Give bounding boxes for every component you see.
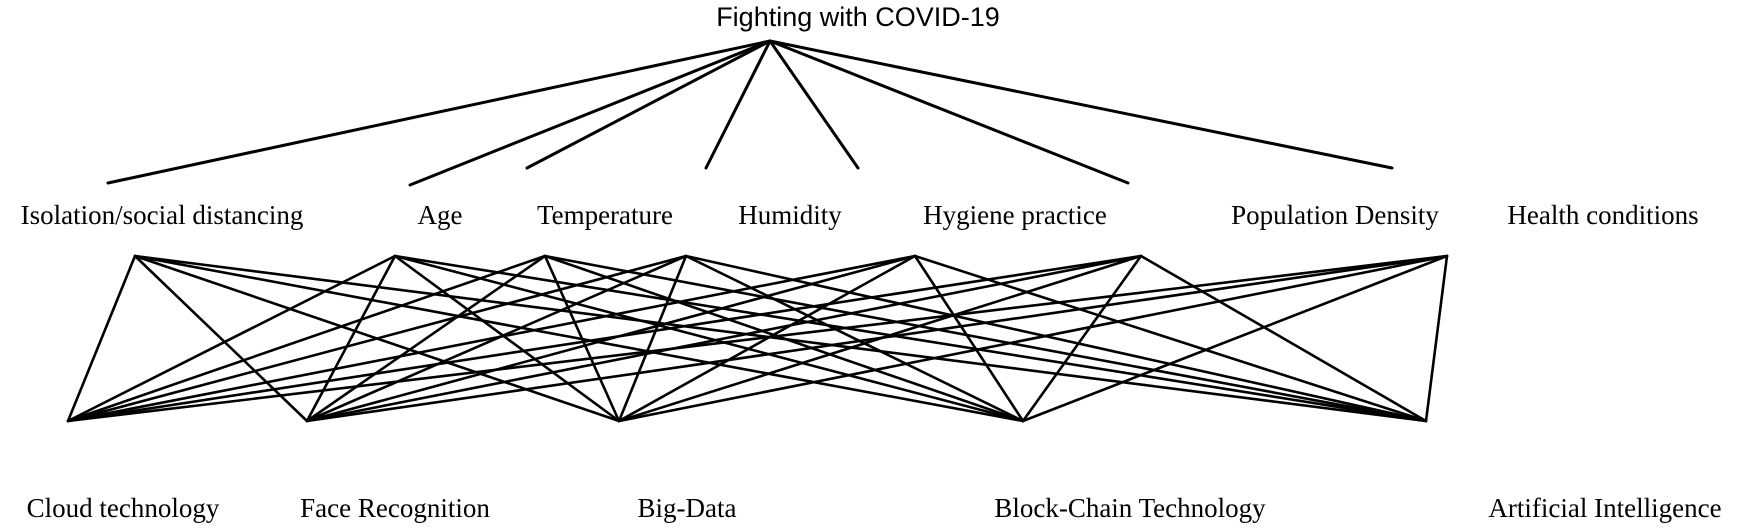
edge-health-conditions-to-cloud [66, 254, 1449, 423]
edge-health-conditions-to-block-chain [1021, 254, 1449, 423]
edge-health-conditions-to-big-data [617, 254, 1449, 423]
edge-temperature-to-ai [543, 254, 1428, 423]
edge-population-density-to-ai [1139, 254, 1428, 423]
goal-edge-population-density [768, 39, 1130, 185]
edge-isolation-to-cloud [66, 254, 137, 423]
edge-humidity-to-block-chain [684, 254, 1025, 423]
alternative-label-ai: Artificial Intelligence [1488, 493, 1721, 523]
factor-label-population-density: Population Density [1231, 200, 1439, 230]
goal-edge-health-conditions [768, 39, 1394, 170]
edge-age-to-block-chain [393, 254, 1025, 423]
factor-label-temperature: Temperature [537, 200, 673, 230]
goal-edge-isolation [106, 39, 772, 185]
edge-temperature-to-cloud [66, 254, 547, 423]
edge-hygiene-to-block-chain [913, 254, 1025, 423]
factor-label-isolation: Isolation/social distancing [21, 200, 304, 230]
edge-health-conditions-to-face-recognition [305, 254, 1449, 423]
edge-isolation-to-face-recognition [133, 254, 309, 423]
edge-population-density-to-cloud [66, 254, 1143, 423]
edge-age-to-big-data [393, 254, 621, 423]
edge-humidity-to-cloud [66, 254, 688, 423]
factor-label-age: Age [418, 200, 463, 230]
edge-humidity-to-ai [684, 254, 1428, 423]
edge-population-density-to-face-recognition [305, 254, 1143, 423]
goal-edge-age [408, 39, 772, 187]
factor-label-humidity: Humidity [738, 200, 842, 230]
edge-age-to-face-recognition [305, 254, 397, 423]
factor-to-alternative-edges [66, 254, 1449, 423]
alternative-label-block-chain: Block-Chain Technology [994, 493, 1266, 523]
edge-health-conditions-to-ai [1424, 254, 1449, 423]
goal-label: Fighting with COVID-19 [716, 2, 1000, 32]
factor-label-hygiene: Hygiene practice [923, 200, 1107, 230]
alternative-label-cloud: Cloud technology [27, 493, 220, 523]
alternative-label-big-data: Big-Data [638, 493, 737, 523]
edge-temperature-to-face-recognition [305, 254, 547, 423]
alternative-label-face-recognition: Face Recognition [300, 493, 490, 523]
edge-humidity-to-big-data [617, 254, 688, 423]
goal-to-factor-edges [106, 39, 1394, 187]
factor-label-health-conditions: Health conditions [1507, 200, 1698, 230]
goal-edge-humidity [704, 39, 772, 170]
edge-age-to-ai [393, 254, 1428, 423]
goal-edge-hygiene [768, 39, 860, 170]
edge-population-density-to-block-chain [1021, 254, 1143, 423]
goal-edge-temperature [525, 39, 772, 170]
edge-hygiene-to-cloud [66, 254, 917, 423]
edge-isolation-to-block-chain [133, 254, 1025, 423]
edge-age-to-cloud [66, 254, 397, 423]
edge-temperature-to-big-data [543, 254, 621, 423]
